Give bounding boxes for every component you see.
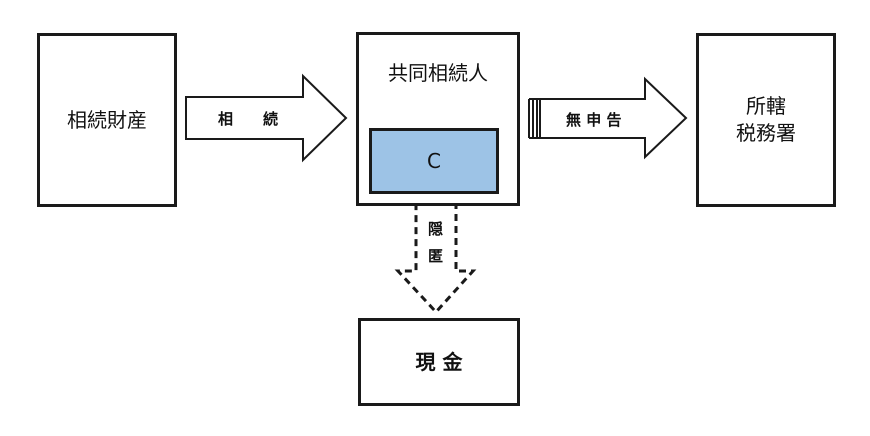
concealment-arrow-label-2: 匿 [428,247,444,265]
cash-box: 現 金 [358,318,520,406]
inherited-property-label: 相続財産 [67,107,147,132]
inheritance-arrow-label: 相 続 [218,110,279,128]
concealment-arrow [394,192,477,315]
inheritance-arrow [185,73,348,163]
joint-heirs-label: 共同相続人 [388,61,488,85]
c-box-label: C [427,148,441,173]
cash-label: 現 金 [415,349,463,374]
c-box: C [369,128,499,194]
tax-office-label-line2: 税務署 [736,121,796,145]
tax-office-label-line1: 所轄 [746,94,786,118]
no-filing-arrow-label: 無 申 告 [566,111,622,129]
inherited-property-box: 相続財産 [37,33,177,207]
tax-office-box: 所轄 税務署 [696,33,836,207]
concealment-arrow-label-1: 隠 [428,220,444,238]
no-filing-arrow [528,76,688,160]
